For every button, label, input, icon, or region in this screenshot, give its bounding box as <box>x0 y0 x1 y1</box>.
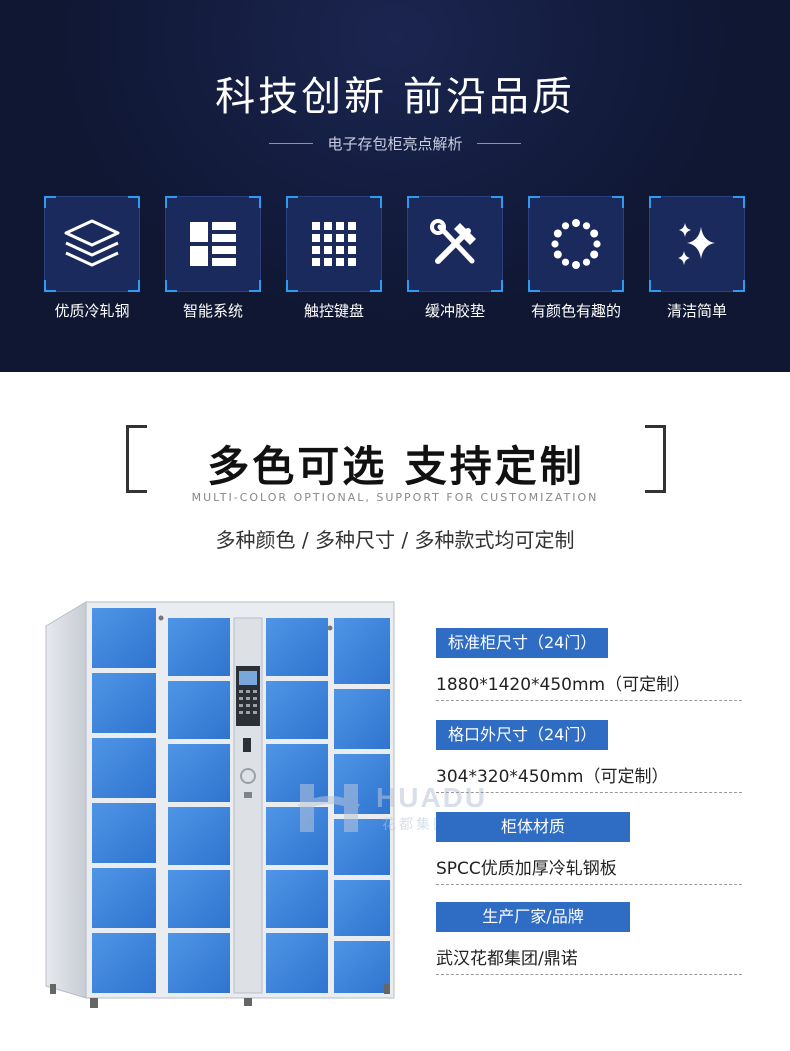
sparkle-icon <box>678 223 715 265</box>
customization-heading: 多色可选 支持定制 <box>126 425 666 495</box>
watermark-chinese: 花都集团 <box>382 817 450 833</box>
feature-icon-box <box>528 196 624 292</box>
feature-item: 智能系统 <box>165 196 261 320</box>
dashed-divider <box>436 792 742 793</box>
banner-subtitle-row: 电子存包柜亮点解析 <box>0 133 790 154</box>
feature-label: 缓冲胶垫 <box>424 302 485 320</box>
spec-value: 304*320*450mm（可定制） <box>436 767 669 787</box>
tools-icon <box>430 219 476 264</box>
list-grid-icon <box>190 222 236 266</box>
feature-icon-box <box>649 196 745 292</box>
feature-item: 缓冲胶垫 <box>407 196 503 320</box>
divider-right <box>476 143 521 144</box>
dashed-divider <box>436 884 742 885</box>
layers-icon <box>64 219 120 267</box>
feature-label: 智能系统 <box>182 302 243 320</box>
feature-list: 优质冷轧钢 智能系统 <box>44 196 754 336</box>
bracket-right <box>645 425 666 493</box>
banner-subtitle: 电子存包柜亮点解析 <box>327 135 463 153</box>
feature-item: 优质冷轧钢 <box>44 196 140 320</box>
feature-item: 有颜色有趣的 <box>528 196 624 320</box>
locker-illustration <box>40 596 400 1016</box>
dashed-divider <box>436 974 742 975</box>
dashed-divider <box>436 700 742 701</box>
customization-description: 多种颜色 / 多种尺寸 / 多种款式均可定制 <box>215 528 575 552</box>
spec-value: 1880*1420*450mm（可定制） <box>436 675 691 695</box>
spec-label: 柜体材质 <box>436 812 630 842</box>
spec-value: SPCC优质加厚冷轧钢板 <box>436 859 617 879</box>
feature-label: 触控键盘 <box>303 302 364 320</box>
feature-item: 清洁简单 <box>649 196 745 320</box>
watermark-letters: HUADU <box>376 782 488 813</box>
bracket-left <box>126 425 147 493</box>
spec-value: 武汉花都集团/鼎诺 <box>436 949 578 969</box>
feature-item: 触控键盘 <box>286 196 382 320</box>
spec-label: 标准柜尺寸（24门） <box>436 628 609 658</box>
customization-subtitle-en: MULTI-COLOR OPTIONAL, SUPPORT FOR CUSTOM… <box>191 491 599 504</box>
feature-label: 清洁简单 <box>666 302 727 320</box>
huadu-watermark: HUADU 花都集团 <box>296 780 536 840</box>
divider-left <box>269 143 314 144</box>
huadu-logo-icon <box>298 784 360 832</box>
banner-title: 科技创新 前沿品质 <box>215 74 575 120</box>
locker-cabinet-image <box>45 601 395 1008</box>
dot-ring-icon <box>551 219 601 269</box>
customization-title: 多色可选 支持定制 <box>207 442 585 491</box>
feature-icon-box <box>165 196 261 292</box>
feature-banner: 科技创新 前沿品质 电子存包柜亮点解析 优质冷轧钢 <box>0 0 790 372</box>
feature-icon-box <box>407 196 503 292</box>
feature-label: 优质冷轧钢 <box>54 302 130 320</box>
feature-icon-box <box>44 196 140 292</box>
feature-label: 有颜色有趣的 <box>530 302 621 320</box>
spec-label: 格口外尺寸（24门） <box>436 720 609 750</box>
feature-icon-box <box>286 196 382 292</box>
keypad-icon <box>312 222 356 266</box>
spec-label: 生产厂家/品牌 <box>436 902 630 932</box>
